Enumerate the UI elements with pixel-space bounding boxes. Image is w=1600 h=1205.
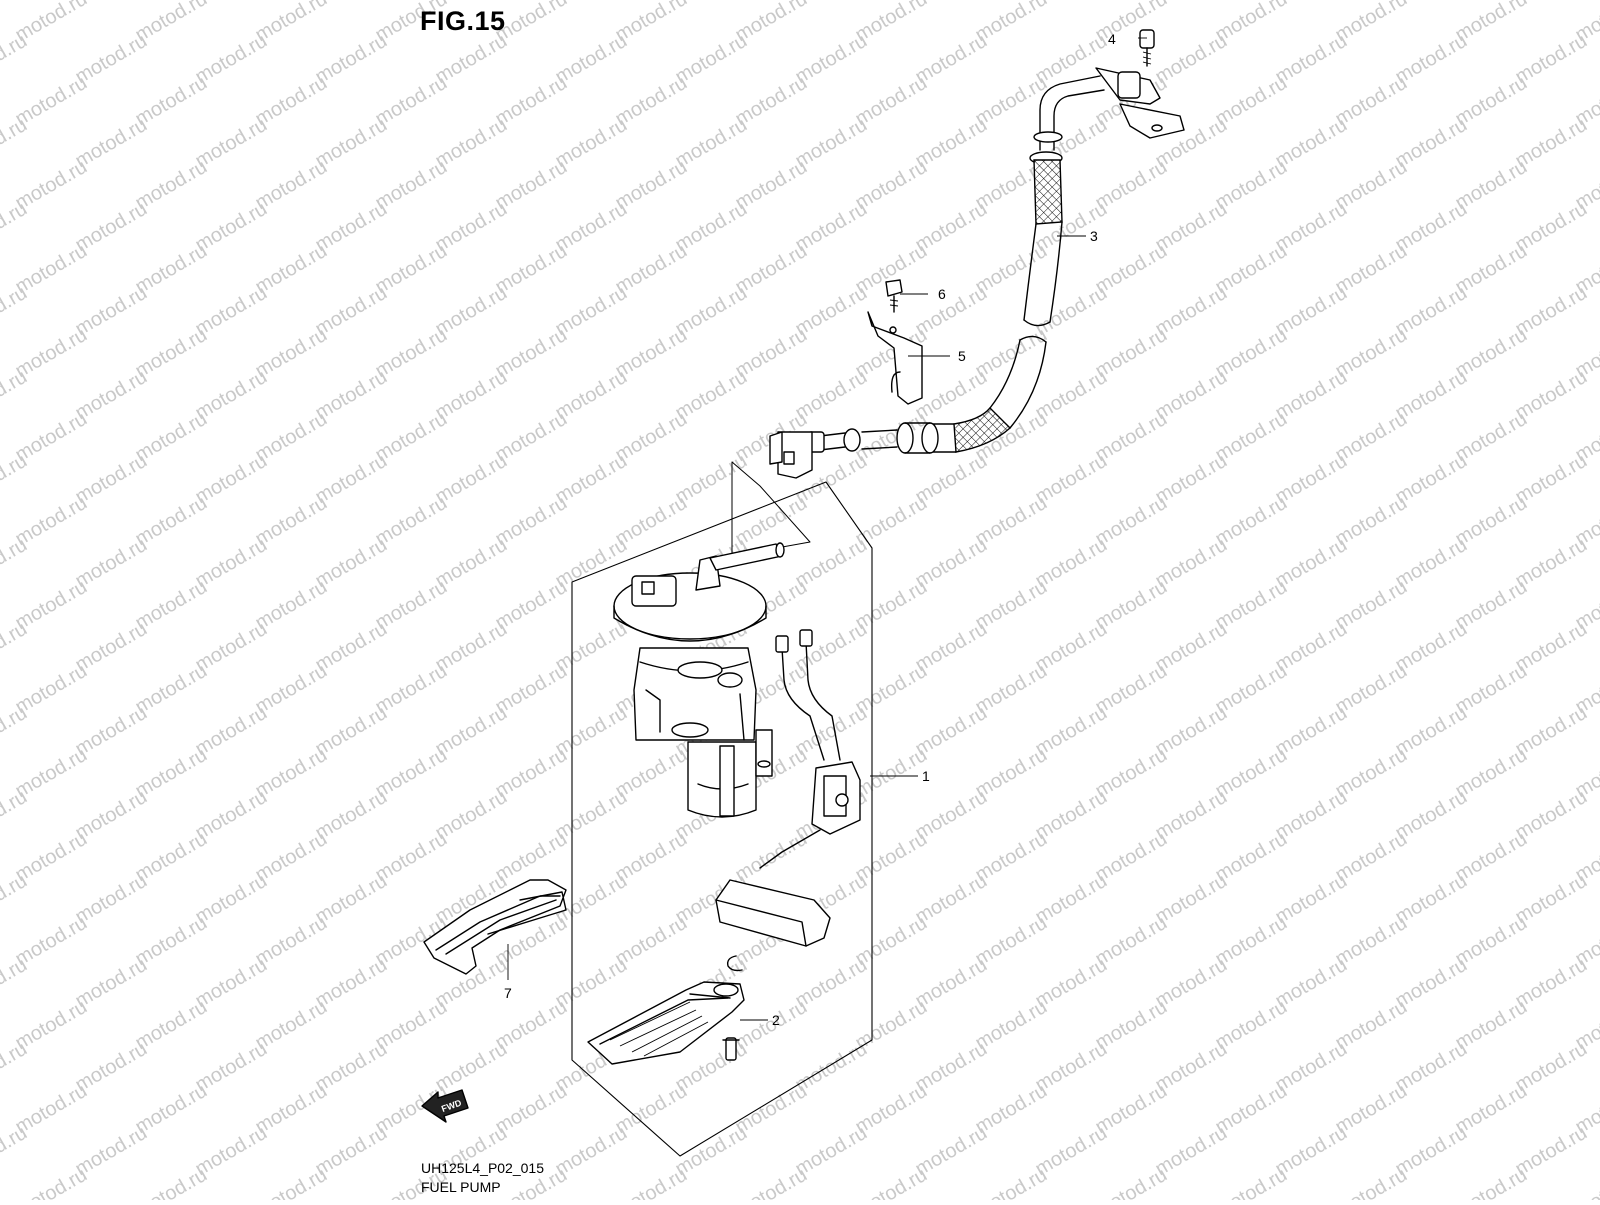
watermark-text: motod.ru bbox=[852, 1164, 931, 1200]
callout-6: 6 bbox=[938, 286, 946, 302]
watermark-text: motod.ru bbox=[0, 0, 31, 4]
watermark-text: motod.ru bbox=[732, 1164, 811, 1200]
callout-4: 4 bbox=[1108, 31, 1116, 47]
watermark-text: motod.ru bbox=[612, 1164, 691, 1200]
watermark-text: motod.ru bbox=[1092, 1164, 1171, 1200]
callout-5: 5 bbox=[958, 348, 966, 364]
watermark-text: motod.ru bbox=[1572, 1164, 1600, 1200]
figure-caption: FUEL PUMP bbox=[421, 1179, 501, 1195]
watermark-text: motod.ru bbox=[972, 1164, 1051, 1200]
figure-title: FIG.15 bbox=[420, 6, 506, 37]
watermark-text: motod.ru bbox=[12, 1164, 91, 1200]
callout-1: 1 bbox=[922, 768, 930, 784]
watermark-text: motod.ru bbox=[252, 1164, 331, 1200]
drawing-code: UH125L4_P02_015 bbox=[421, 1160, 544, 1176]
bolt-part-4 bbox=[1140, 30, 1154, 66]
callout-2: 2 bbox=[772, 1012, 780, 1028]
watermark-text: motod.ru bbox=[132, 1164, 211, 1200]
watermark-text: motod.ru bbox=[1212, 1164, 1291, 1200]
bolt-part-6 bbox=[886, 280, 902, 312]
watermark-text: motod.ru bbox=[1332, 1164, 1411, 1200]
callout-3: 3 bbox=[1090, 228, 1098, 244]
watermark-text: motod.ru bbox=[1452, 1164, 1531, 1200]
callout-7: 7 bbox=[504, 985, 512, 1001]
